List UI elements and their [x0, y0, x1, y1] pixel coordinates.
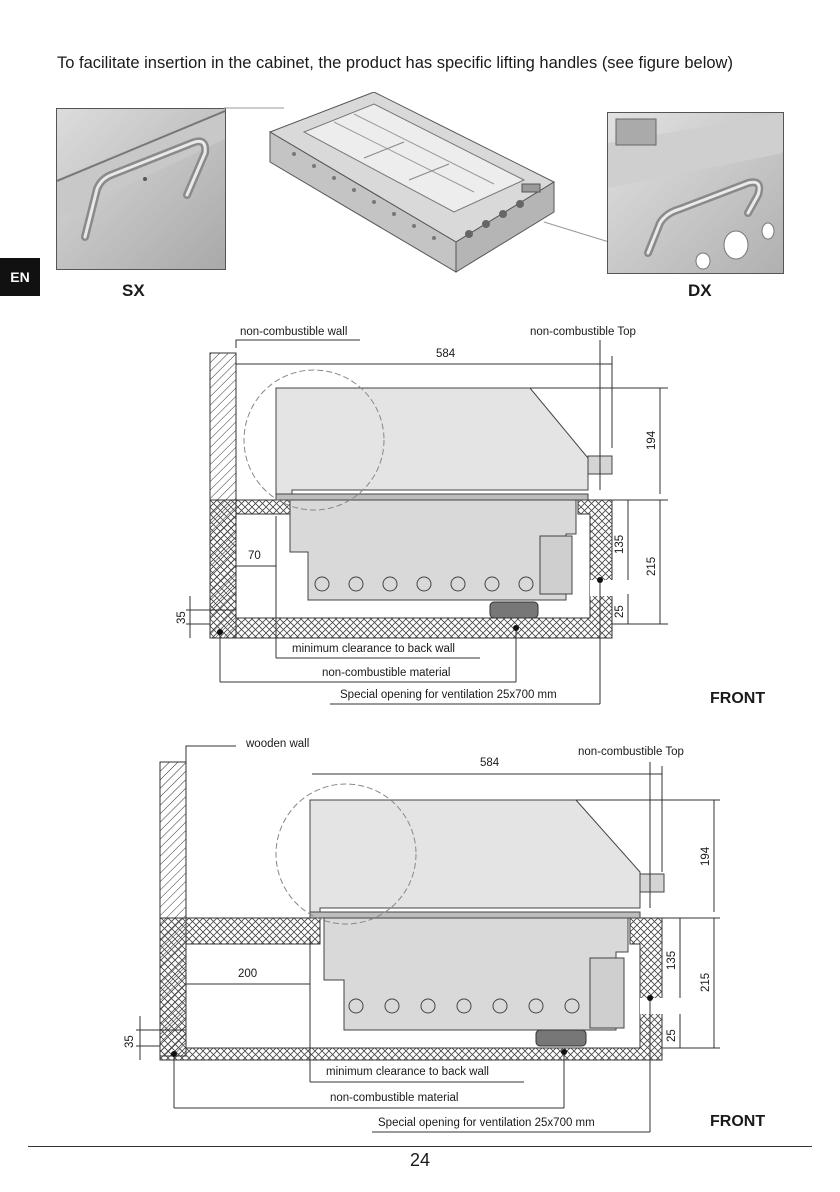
diagram1-dim-width: 584: [436, 348, 456, 360]
left-side-label: SX: [122, 281, 145, 300]
diagram2-dim-25: 25: [666, 1029, 678, 1042]
right-side-label: DX: [688, 281, 712, 300]
handle-left-illustration: [57, 109, 225, 269]
diagram2-material-label: non-combustible material: [330, 1092, 459, 1104]
diagram1-dim-clearance: 70: [248, 550, 261, 562]
diagram1-top-label: non-combustible Top: [530, 326, 636, 338]
diagram1-drawing: [186, 339, 668, 705]
diagram1-clearance-label: minimum clearance to back wall: [292, 643, 455, 655]
diagram2-dim-35: 35: [124, 1035, 136, 1048]
diagram1-dim-35: 35: [176, 611, 188, 624]
handle-photo-left: [56, 108, 226, 270]
diagram1-dim-height-top: 194: [646, 430, 658, 450]
handle-right-illustration: [608, 113, 783, 273]
installation-diagram-noncombustible: non-combustible wall non-combustible Top…: [0, 318, 840, 718]
installation-diagram-wooden: wooden wall non-combustible Top 584 194 …: [0, 736, 840, 1136]
diagram1-dim-215: 215: [646, 556, 658, 576]
language-tab: EN: [0, 258, 40, 296]
intro-text: To facilitate insertion in the cabinet, …: [57, 54, 733, 72]
diagram2-clearance-label: minimum clearance to back wall: [326, 1066, 489, 1078]
diagram2-ventilation-label: Special opening for ventilation 25x700 m…: [378, 1117, 595, 1129]
diagram2-dim-215: 215: [700, 972, 712, 992]
diagram2-dim-clearance: 200: [238, 968, 258, 980]
diagram1-dim-135: 135: [614, 534, 626, 554]
diagram2-view-label: FRONT: [710, 1113, 766, 1130]
diagram2-drawing: [136, 745, 720, 1133]
diagram1-view-label: FRONT: [710, 690, 766, 707]
diagram2-dim-135: 135: [666, 950, 678, 970]
diagram1-dim-25: 25: [614, 605, 626, 618]
page-number: 24: [409, 1150, 431, 1170]
diagram1-material-label: non-combustible material: [322, 667, 451, 679]
diagram2-dim-width: 584: [480, 757, 500, 769]
diagram2-dim-height-top: 194: [700, 846, 712, 866]
product-illustration: [224, 92, 610, 273]
diagram2-top-label: non-combustible Top: [578, 746, 684, 758]
diagram1-wall-label: non-combustible wall: [240, 326, 348, 338]
diagram2-wall-label: wooden wall: [246, 738, 310, 750]
handle-photo-right: [607, 112, 784, 274]
footer-divider: [28, 1146, 812, 1147]
diagram1-ventilation-label: Special opening for ventilation 25x700 m…: [340, 689, 557, 701]
